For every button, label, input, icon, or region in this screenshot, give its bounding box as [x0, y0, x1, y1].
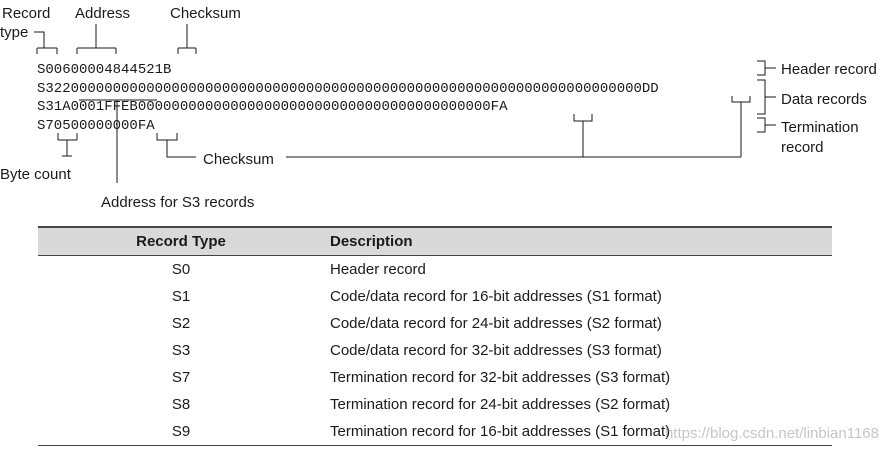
table-row: S7 Termination record for 32-bit address… [38, 364, 832, 391]
header-record-bracket [757, 60, 776, 76]
record-type-cell: S0 [171, 261, 191, 278]
watermark: https://blog.csdn.net/linbian1168 [664, 425, 879, 442]
header-record-label: Header record [781, 61, 877, 78]
checksum-top-label: Checksum [170, 5, 241, 22]
table-row: S2 Code/data record for 24-bit addresses… [38, 310, 832, 337]
srecord-line-s3-data: S322000000000000000000000000000000000000… [37, 81, 659, 97]
byte-count-label: Byte count [0, 166, 72, 183]
address-bracket [76, 24, 117, 54]
record-type-table: Record Type Description S0 Header record… [38, 226, 832, 446]
description-cell: Code/data record for 16-bit addresses (S… [330, 288, 662, 305]
record-type-cell: S1 [171, 288, 191, 305]
termination-record-label-line2: record [781, 139, 824, 156]
record-type-label-line2: type [0, 24, 28, 41]
checksum-s3-data-bracket [731, 96, 751, 157]
record-type-label-line1: Record [2, 5, 50, 22]
byte-count-bracket [57, 133, 78, 157]
checksum-s3-addr-bracket [573, 114, 593, 157]
checksum-s7-bracket [156, 133, 196, 158]
record-type-cell: S2 [171, 315, 191, 332]
description-cell: Termination record for 32-bit addresses … [330, 369, 671, 386]
data-records-bracket [757, 79, 776, 115]
checksum-bottom-label: Checksum [203, 151, 274, 168]
header-record-type: Record Type [38, 226, 324, 256]
description-cell: Code/data record for 32-bit addresses (S… [330, 342, 662, 359]
termination-record-bracket [757, 117, 776, 133]
record-type-cell: S7 [171, 369, 191, 386]
table-row: S3 Code/data record for 32-bit addresses… [38, 337, 832, 364]
description-cell: Termination record for 16-bit addresses … [324, 418, 832, 446]
table-row: S0 Header record [38, 256, 832, 284]
record-type-cell: S3 [171, 342, 191, 359]
record-type-bracket [34, 31, 58, 54]
header-description: Description [324, 226, 832, 256]
table-row: S8 Termination record for 24-bit address… [38, 391, 832, 418]
table-header-row: Record Type Description [38, 226, 832, 256]
checksum-top-bracket [177, 24, 197, 54]
table-row: S1 Code/data record for 16-bit addresses… [38, 283, 832, 310]
srecord-line-s7: S70500000000FA [37, 118, 155, 134]
address-s3-label: Address for S3 records [101, 194, 254, 211]
description-cell: Header record [330, 261, 426, 278]
description-cell: Code/data record for 24-bit addresses (S… [330, 315, 662, 332]
srecord-diagram: Record type Address Checksum S0060000484… [0, 5, 877, 211]
table-row: S9 Termination record for 16-bit address… [38, 418, 832, 446]
data-records-label: Data records [781, 91, 867, 108]
description-cell: Termination record for 24-bit addresses … [330, 396, 671, 413]
srecord-line-s0: S00600004844521B [37, 62, 171, 78]
termination-record-label-line1: Termination [781, 119, 859, 136]
address-label: Address [75, 5, 130, 22]
srecord-line-s3-addr: S31A0001FFEB0000000000000000000000000000… [37, 99, 508, 115]
record-type-cell: S9 [38, 418, 324, 446]
record-type-cell: S8 [171, 396, 191, 413]
